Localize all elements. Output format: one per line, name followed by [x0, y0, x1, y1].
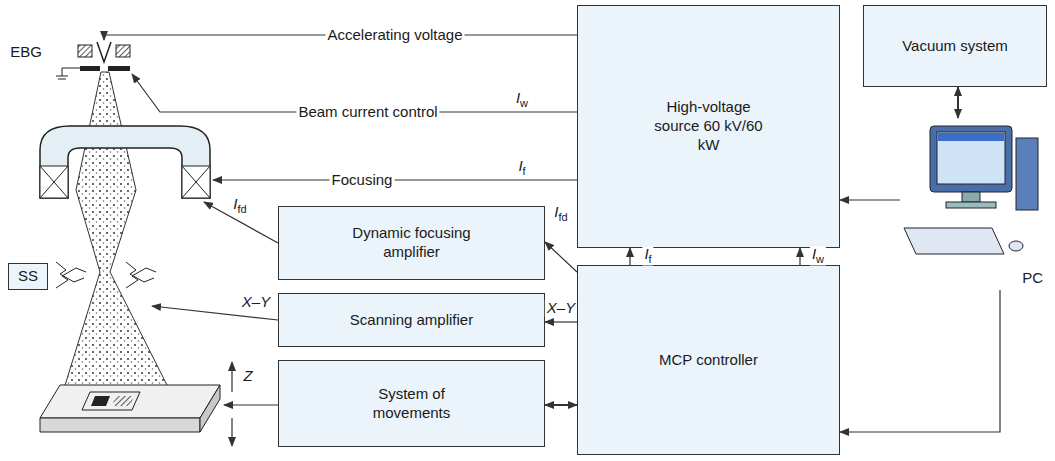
control-leads — [104, 35, 577, 446]
drawing-part — [938, 133, 1004, 141]
signal-name: If — [642, 246, 653, 265]
drawing-part — [40, 418, 200, 432]
drawing-part — [82, 392, 140, 410]
drawing-part — [91, 396, 110, 406]
drawing-part — [97, 42, 111, 62]
drawing-part — [213, 179, 577, 180]
drawing-part — [80, 66, 100, 71]
drawing-part — [962, 192, 980, 202]
signal-arrow — [545, 242, 577, 272]
part-label: Beam current control — [296, 104, 439, 121]
signal-name: Iw — [810, 246, 826, 265]
drawing-part — [112, 396, 134, 406]
drawing-part — [40, 385, 220, 418]
drawing-part — [200, 385, 220, 432]
drawing-part — [182, 166, 210, 198]
power-source-box: High-voltage source 60 kV/60 kW — [577, 5, 840, 248]
drawing-part — [40, 126, 210, 198]
part-label: Focusing — [330, 172, 395, 189]
signal-name: If — [516, 158, 527, 177]
drawing-part — [231, 418, 232, 446]
signal-arrow — [840, 290, 1000, 432]
computer-icon: PC — [900, 118, 1045, 290]
drawing-part — [182, 166, 210, 198]
drawing-part — [937, 132, 1005, 184]
drawing-part — [62, 68, 80, 69]
focusing-coil — [40, 126, 210, 198]
drawing-part — [78, 45, 92, 57]
scanning-coils — [56, 262, 156, 288]
drawing-part — [40, 166, 68, 198]
signal-arrow — [957, 87, 959, 118]
box-label: High-voltage source 60 kV/60 kW — [649, 98, 769, 154]
signal-arrow — [799, 248, 800, 265]
box-label: MCP controller — [659, 351, 758, 370]
movement-box: System of movements — [278, 360, 545, 447]
signal-arrow — [545, 404, 577, 406]
signal-arrow — [629, 248, 630, 265]
box-label: SS — [18, 267, 38, 286]
drawing-part — [56, 76, 68, 77]
drawing-part — [904, 228, 1004, 254]
drawing-part — [1009, 241, 1023, 251]
box-label: Dynamic focusing amplifier — [332, 224, 492, 262]
drawing-part — [231, 362, 232, 392]
part-label: EBG — [8, 44, 44, 61]
signal-arrow — [545, 321, 577, 322]
signal-arrow — [840, 199, 900, 200]
vacuum-box: Vacuum system — [863, 5, 1047, 87]
amplifier-box: Dynamic focusing amplifier — [278, 206, 545, 280]
drawing-part — [62, 68, 63, 76]
signal-name: X–Y — [545, 300, 577, 317]
signal-name: Ifd — [552, 204, 569, 223]
box-label: Scanning amplifier — [350, 311, 473, 330]
drawing-part — [182, 166, 210, 198]
drawing-part — [58, 79, 66, 80]
computer-drawing — [900, 118, 1045, 290]
drawing-part — [946, 202, 996, 208]
electron-gun — [56, 42, 130, 79]
part-label: Z — [241, 368, 254, 385]
part-label: Accelerating voltage — [325, 27, 464, 44]
drawing-part — [40, 166, 68, 198]
part-label: X–Y — [240, 294, 272, 311]
signal-name: Iw — [514, 90, 530, 109]
workpiece — [40, 385, 220, 432]
ss-box: SS — [8, 263, 48, 290]
box-label: System of movements — [352, 385, 472, 423]
drawing-part — [224, 404, 278, 405]
drawing-part — [116, 45, 130, 57]
drawing-part — [1016, 138, 1038, 210]
signal-name: Ifd — [231, 196, 248, 215]
controller-box: MCP controller — [577, 265, 840, 455]
box-label: Vacuum system — [902, 37, 1008, 56]
electron-beam — [62, 72, 172, 395]
drawing-part — [108, 66, 130, 71]
amplifier-box: Scanning amplifier — [278, 293, 545, 347]
box-label: PC — [1022, 269, 1043, 288]
drawing-part — [204, 202, 278, 243]
drawing-part — [56, 268, 86, 288]
drawing-part — [126, 268, 156, 288]
drawing-part — [40, 166, 68, 198]
drawing-part — [930, 126, 1012, 192]
